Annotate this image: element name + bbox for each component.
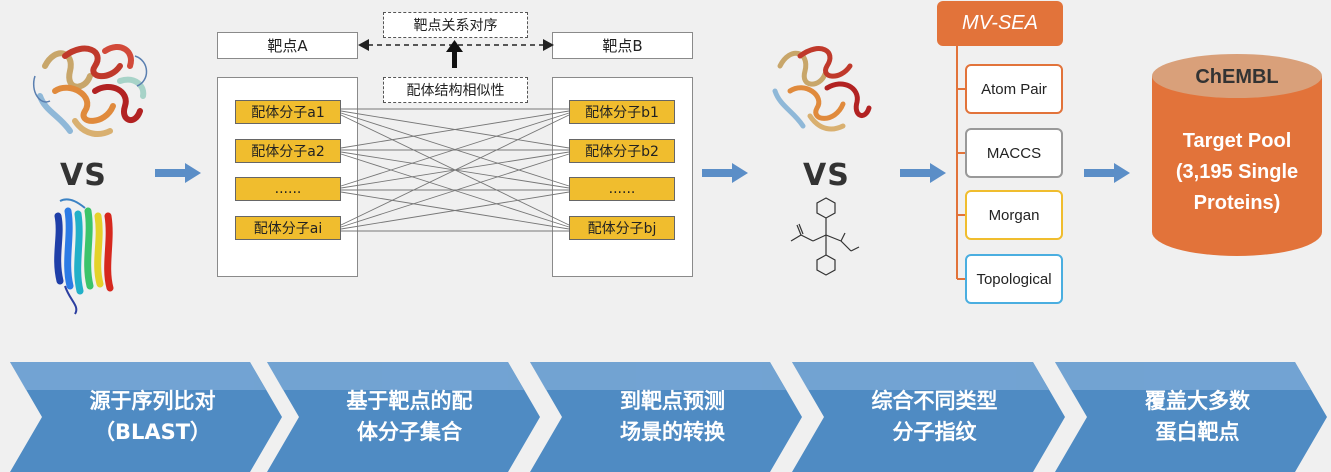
step-5-label: 覆盖大多数 蛋白靶点 (1145, 389, 1250, 444)
similarity-line (340, 114, 570, 226)
small-molecule-structure-icon (790, 197, 860, 276)
fingerprint-topological: Topological (965, 254, 1063, 304)
similarity-line (340, 112, 570, 187)
chembl-database-cylinder (1152, 54, 1322, 256)
protein-structure-2-icon (54, 198, 114, 315)
step-1-label: 源于序列比对 （BLAST） (89, 389, 216, 444)
ligand-ai: 配体分子ai (235, 216, 341, 240)
ligand-a2: 配体分子a2 (235, 139, 341, 163)
relation-arrows (358, 39, 554, 68)
vs-label-right: VS (803, 158, 850, 193)
ligand-bj: 配体分子bj (569, 216, 675, 240)
ligand-b2: 配体分子b2 (569, 139, 675, 163)
step-chevrons (10, 362, 1327, 472)
arrow-icon-3 (900, 163, 946, 183)
protein-structure-3-icon (772, 46, 872, 132)
protein-structure-1-icon (33, 44, 148, 137)
arrow-icon-1 (155, 163, 201, 183)
fingerprint-maccs: MACCS (965, 128, 1063, 178)
ligand-a-ellipsis: ...... (235, 177, 341, 201)
ligand-b-ellipsis: ...... (569, 177, 675, 201)
target-pool-line1: Target Pool (1182, 130, 1292, 152)
target-a-box: 靶点A (217, 32, 358, 59)
step-4-label: 综合不同类型 分子指纹 (871, 389, 998, 444)
vs-label-left: VS (60, 158, 107, 193)
target-b-box: 靶点B (552, 32, 693, 59)
similarity-line (340, 153, 570, 228)
fingerprint-morgan: Morgan (965, 190, 1063, 240)
target-pool-line2: (3,195 Single (1175, 161, 1299, 183)
target-pool-line3: Proteins) (1193, 192, 1281, 214)
ligand-similarity-label: 配体结构相似性 (383, 77, 528, 103)
arrow-icon-2 (702, 163, 748, 183)
step-2-label: 基于靶点的配 体分子集合 (346, 389, 473, 444)
arrow-icon-4 (1084, 163, 1130, 183)
ligand-b1: 配体分子b1 (569, 100, 675, 124)
fingerprint-tree-lines (956, 46, 966, 280)
ligand-a1: 配体分子a1 (235, 100, 341, 124)
fingerprint-atom-pair: Atom Pair (965, 64, 1063, 114)
similarity-line (340, 110, 570, 149)
chembl-label: ChEMBL (1195, 66, 1279, 88)
similarity-line (340, 191, 570, 230)
step-3-label: 到靶点预测 场景的转换 (620, 389, 725, 444)
relation-ranking-label: 靶点关系对序 (383, 12, 528, 38)
mv-sea-title: MV-SEA (937, 1, 1063, 46)
